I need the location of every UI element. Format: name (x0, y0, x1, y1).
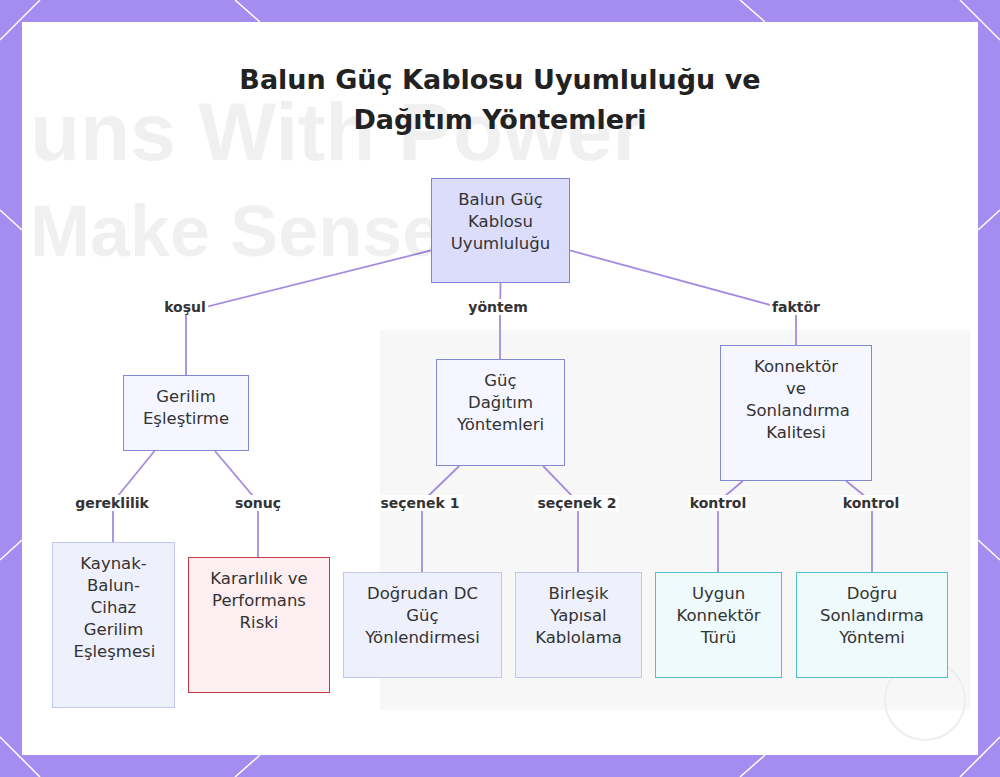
root-box: Balun Güç Kablosu Uyumluluğu (431, 178, 570, 283)
box-text: Kararlılık ve Performans Riski (203, 568, 315, 634)
diagram-title: Balun Güç Kablosu Uyumluluğu ve Dağıtım … (200, 60, 800, 140)
connector-line (543, 466, 578, 572)
box-text: Doğrudan DC Güç Yönlendirmesi (362, 583, 484, 649)
connector-line (570, 250, 796, 345)
concept-box: Konnektör ve Sonlandırma Kalitesi (720, 345, 872, 481)
edge-label: seçenek 1 (378, 495, 461, 511)
concept-box: Kararlılık ve Performans Riski (188, 557, 330, 693)
box-text: Uygun Konnektör Türü (674, 583, 764, 649)
concept-box: Kaynak-Balun-Cihaz Gerilim Eşleşmesi (52, 542, 175, 708)
edge-label: seçenek 2 (535, 495, 618, 511)
edge-label: kontrol (841, 495, 902, 511)
edge-label: yöntem (466, 299, 530, 315)
edge-label: faktör (770, 299, 822, 315)
box-text: Kaynak-Balun-Cihaz Gerilim Eşleşmesi (74, 553, 154, 663)
box-text: Konnektör ve Sonlandırma Kalitesi (746, 356, 846, 444)
edge-label: sonuç (233, 495, 283, 511)
box-text: Balun Güç Kablosu Uyumluluğu (451, 189, 551, 255)
connector-line (422, 466, 459, 572)
connector-line (499, 283, 501, 359)
edge-label: kontrol (688, 495, 749, 511)
concept-box: Doğrudan DC Güç Yönlendirmesi (343, 572, 502, 678)
concept-box: Doğru Sonlandırma Yöntemi (796, 572, 948, 678)
concept-box: Güç Dağıtım Yöntemleri (436, 359, 565, 466)
box-text: Birleşik Yapısal Kablolama (534, 583, 624, 649)
edge-label: koşul (162, 299, 208, 315)
box-text: Gerilim Eşleştirme (136, 386, 236, 430)
concept-box: Birleşik Yapısal Kablolama (515, 572, 642, 678)
edge-label: gereklilik (73, 495, 151, 511)
concept-box: Gerilim Eşleştirme (123, 375, 249, 451)
concept-box: Uygun Konnektör Türü (655, 572, 782, 678)
watermark-text: Make Sense (30, 190, 442, 272)
box-text: Doğru Sonlandırma Yöntemi (816, 583, 928, 649)
box-text: Güç Dağıtım Yöntemleri (457, 370, 545, 436)
